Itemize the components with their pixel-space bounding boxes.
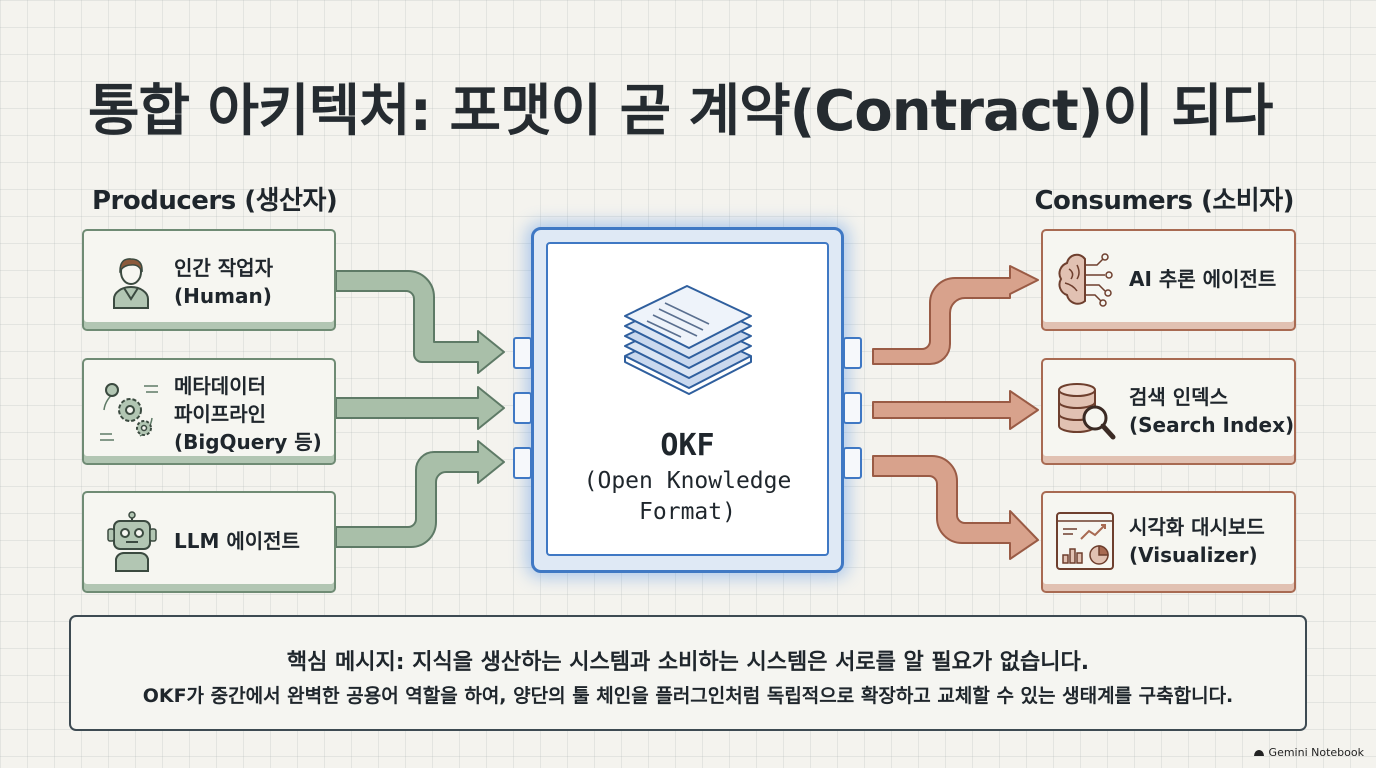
watermark-text: Gemini Notebook	[1268, 746, 1364, 759]
output-port	[843, 392, 862, 424]
consumer-label-line: 시각화 대시보드	[1129, 515, 1265, 539]
consumer-label-line: 검색 인덱스	[1129, 385, 1228, 409]
consumer-arrows	[872, 265, 1039, 560]
arrow-pipeline-to-okf	[335, 386, 505, 430]
person-icon	[113, 258, 149, 309]
consumer-card-ai-agent: AI 추론 에이전트	[1041, 229, 1296, 331]
notebook-logo-icon	[1253, 750, 1264, 756]
consumers-heading: Consumers (소비자)	[1034, 186, 1294, 216]
okf-full-name: (Open Knowledge Format)	[546, 466, 829, 528]
producer-label-line: 파이프라인	[174, 402, 266, 426]
producer-label-line: (BigQuery 등)	[174, 430, 322, 454]
gears-pipeline-icon	[100, 383, 158, 441]
producer-label-line: (Human)	[174, 284, 272, 308]
consumer-label-line: AI 추론 에이전트	[1129, 267, 1277, 291]
output-port	[843, 337, 862, 369]
arrow-human-to-okf	[335, 270, 505, 374]
arrow-okf-to-visualizer	[872, 455, 1039, 560]
arrow-llm-to-okf	[335, 440, 505, 548]
watermark: Gemini Notebook	[1253, 746, 1364, 759]
key-message-box	[69, 615, 1307, 731]
brain-network-icon	[1058, 253, 1113, 307]
producer-label-line: 메타데이터	[174, 374, 266, 398]
consumer-label-line: (Search Index)	[1129, 413, 1295, 437]
okf-full-name-line: (Open Knowledge	[583, 468, 792, 494]
key-message-line-1: 핵심 메시지: 지식을 생산하는 시스템과 소비하는 시스템은 서로를 알 필요…	[286, 650, 1090, 675]
producer-label-line: 인간 작업자	[174, 256, 273, 280]
okf-title: OKF	[660, 428, 715, 463]
robot-icon	[107, 511, 157, 572]
consumer-label-line: (Visualizer)	[1129, 543, 1258, 567]
producer-arrows	[335, 270, 505, 548]
output-port	[843, 447, 862, 479]
producer-card-llm: LLM 에이전트	[82, 491, 336, 593]
producers-heading: Producers (생산자)	[92, 186, 338, 216]
arrow-okf-to-search	[872, 390, 1039, 430]
page-title: 통합 아키텍처: 포맷이 곧 계약(Contract)이 되다	[88, 79, 1273, 144]
producer-card-pipeline: 메타데이터 파이프라인 (BigQuery 등)	[82, 358, 336, 465]
producer-card-human: 인간 작업자 (Human)	[82, 229, 336, 331]
okf-full-name-line: Format)	[639, 499, 736, 525]
database-search-icon	[1058, 383, 1116, 440]
producer-label-line: LLM 에이전트	[174, 529, 300, 553]
input-port	[513, 392, 532, 424]
input-port	[513, 447, 532, 479]
dashboard-chart-icon	[1056, 512, 1114, 570]
input-port	[513, 337, 532, 369]
consumer-card-search-index: 검색 인덱스 (Search Index)	[1041, 358, 1296, 465]
consumer-card-visualizer: 시각화 대시보드 (Visualizer)	[1041, 491, 1296, 593]
stacked-documents-icon	[624, 285, 752, 395]
key-message-line-2: OKF가 중간에서 완벽한 공용어 역할을 하여, 양단의 툴 체인을 플러그인…	[142, 685, 1234, 707]
arrow-okf-to-ai	[872, 265, 1039, 365]
